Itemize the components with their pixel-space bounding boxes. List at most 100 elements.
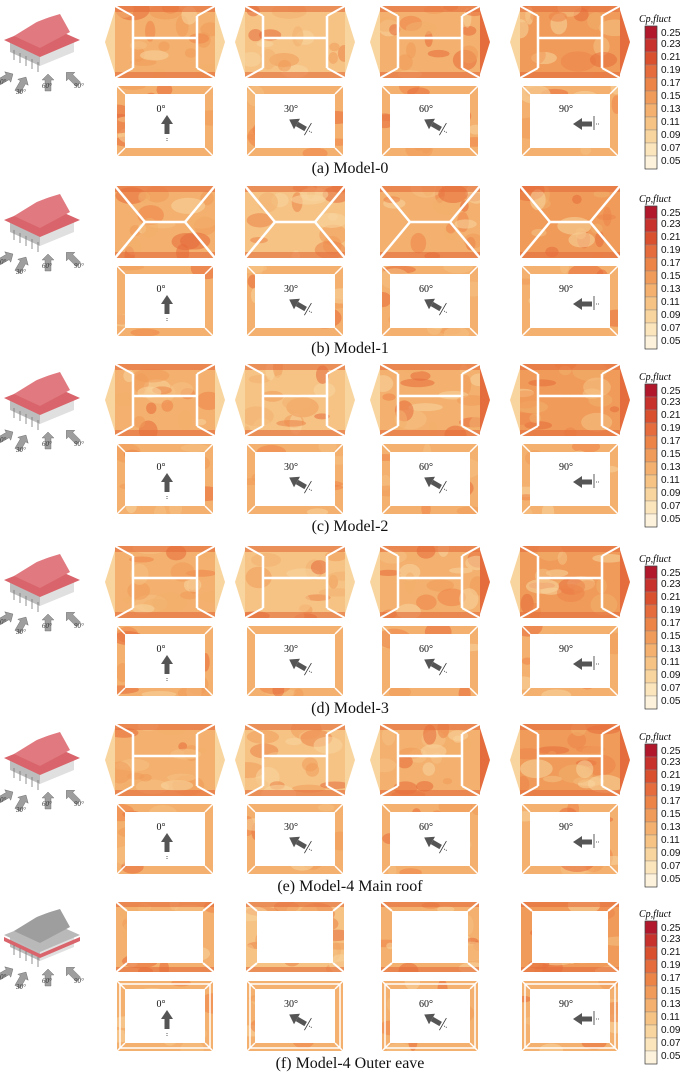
wind-direction-arrow-icon bbox=[66, 790, 81, 805]
colorbar-tick-label: 0.11 bbox=[661, 835, 680, 846]
wind-angle-label: 90° bbox=[559, 999, 573, 1010]
colorbar-title: Cp,fluct bbox=[639, 554, 671, 565]
colorbar-tick-label: 0.15 bbox=[661, 449, 681, 460]
wind-arrow-icon bbox=[424, 476, 448, 494]
iso-angle-label: 0° bbox=[0, 796, 7, 804]
wind-direction-arrow-icon bbox=[66, 252, 81, 267]
colorbar-segment bbox=[644, 604, 658, 619]
model-caption: (b) Model-1 bbox=[311, 340, 389, 357]
wind-direction-arrow-icon bbox=[14, 256, 29, 274]
colorbar-tick-label: 0.23 bbox=[661, 39, 681, 50]
wind-arrow-icon bbox=[573, 474, 600, 488]
colorbar-segment bbox=[644, 656, 658, 671]
wind-direction-arrow-icon bbox=[41, 73, 55, 92]
colorbar-segment bbox=[644, 322, 658, 337]
colorbar-title: Cp,fluct bbox=[639, 14, 671, 25]
colorbar-tick-label: 0.15 bbox=[661, 91, 681, 102]
colorbar-tick-label: 0.19 bbox=[661, 605, 681, 616]
wind-direction-arrow-icon bbox=[41, 791, 55, 810]
colorbar-tick-label: 0.15 bbox=[661, 809, 681, 820]
colorbar-tick-label: 0.23 bbox=[661, 579, 681, 590]
wind-arrow-icon bbox=[161, 833, 173, 860]
wind-arrow-icon bbox=[289, 1013, 313, 1031]
colorbar-segment bbox=[644, 847, 658, 862]
colorbar-segment bbox=[644, 257, 658, 272]
colorbar-segment bbox=[644, 461, 658, 476]
building-isometric-icon: 0°30°60°90° bbox=[0, 13, 84, 96]
iso-angle-label: 90° bbox=[74, 440, 84, 448]
colorbar-segment bbox=[644, 396, 658, 411]
colorbar-segment bbox=[644, 116, 658, 131]
colorbar-title: Cp,fluct bbox=[639, 732, 671, 743]
roof-panel: 60° bbox=[379, 185, 481, 337]
building-isometric-icon: 0°30°60°90° bbox=[0, 193, 84, 276]
colorbar-tick-label: 0.11 bbox=[661, 117, 680, 128]
colorbar-tick-label: 0.13 bbox=[661, 822, 681, 833]
wind-arrow-icon bbox=[289, 298, 313, 316]
colorbar-segment bbox=[644, 51, 658, 66]
colorbar-segment bbox=[644, 972, 658, 987]
wind-arrow-icon bbox=[161, 295, 173, 322]
colorbar-tick-label: 0.25 bbox=[661, 746, 681, 757]
wind-direction-arrow-icon bbox=[14, 434, 29, 452]
colorbar-segment bbox=[644, 769, 658, 784]
building-isometric-icon: 0°30°60°90° bbox=[0, 908, 84, 991]
colorbar-tick-label: 0.07 bbox=[661, 143, 681, 154]
model-row: 0°30°60°90°0°30°60°90°Cp,fluct0.250.230.… bbox=[0, 900, 681, 1065]
colorbar-tick-label: 0.21 bbox=[661, 232, 681, 243]
wind-angle-label: 60° bbox=[419, 462, 433, 473]
iso-angle-label: 30° bbox=[15, 806, 26, 814]
wind-angle-label: 0° bbox=[157, 644, 166, 655]
wind-arrow-icon bbox=[424, 658, 448, 676]
wind-arrow-icon bbox=[424, 298, 448, 316]
colorbar-segment bbox=[644, 591, 658, 606]
wind-angle-label: 90° bbox=[559, 644, 573, 655]
colorbar-tick-label: 0.19 bbox=[661, 960, 681, 971]
colorbar-tick-label: 0.19 bbox=[661, 423, 681, 434]
colorbar-tick-label: 0.13 bbox=[661, 644, 681, 655]
wind-arrow-icon bbox=[573, 656, 600, 670]
wind-angle-label: 60° bbox=[419, 999, 433, 1010]
wind-direction-arrow-icon bbox=[66, 72, 81, 87]
colorbar-tick-label: 0.21 bbox=[661, 410, 681, 421]
colorbar-tick-label: 0.19 bbox=[661, 245, 681, 256]
roof-panel: 0° bbox=[105, 723, 225, 875]
colorbar-tick-label: 0.05 bbox=[661, 336, 681, 347]
wind-arrow-icon bbox=[573, 116, 600, 130]
wind-angle-label: 0° bbox=[157, 822, 166, 833]
colorbar-tick-label: 0.25 bbox=[661, 386, 681, 397]
wind-angle-label: 30° bbox=[284, 822, 298, 833]
colorbar-segment bbox=[644, 565, 658, 580]
colorbar-segment bbox=[644, 821, 658, 836]
wind-direction-arrow-icon bbox=[41, 431, 55, 450]
colorbar-segment bbox=[644, 244, 658, 259]
iso-angle-label: 30° bbox=[15, 268, 26, 276]
wind-arrow-icon bbox=[289, 658, 313, 676]
wind-angle-label: 60° bbox=[419, 284, 433, 295]
iso-angle-label: 90° bbox=[74, 82, 84, 90]
colorbar-tick-label: 0.05 bbox=[661, 514, 681, 525]
colorbar-tick-label: 0.21 bbox=[661, 770, 681, 781]
wind-direction-arrow-icon bbox=[0, 611, 14, 626]
colorbar-tick-label: 0.15 bbox=[661, 271, 681, 282]
iso-angle-label: 0° bbox=[0, 618, 7, 626]
wind-angle-label: 60° bbox=[419, 104, 433, 115]
colorbar-tick-label: 0.07 bbox=[661, 683, 681, 694]
colorbar-segment bbox=[644, 1011, 658, 1026]
wind-angle-label: 0° bbox=[157, 999, 166, 1010]
colorbar-tick-label: 0.23 bbox=[661, 397, 681, 408]
building-isometric-icon: 0°30°60°90° bbox=[0, 371, 84, 454]
colorbar-segment bbox=[644, 873, 658, 888]
colorbar-tick-label: 0.25 bbox=[661, 208, 681, 219]
wind-arrow-icon bbox=[161, 115, 173, 142]
colorbar-segment bbox=[644, 743, 658, 758]
colorbar-tick-label: 0.07 bbox=[661, 323, 681, 334]
colorbar-segment bbox=[644, 103, 658, 118]
roof-panel: 30° bbox=[235, 363, 355, 515]
wind-arrow-icon bbox=[161, 473, 173, 500]
wind-direction-arrow-icon bbox=[66, 967, 81, 982]
colorbar-segment bbox=[644, 682, 658, 697]
colorbar-tick-label: 0.09 bbox=[661, 670, 681, 681]
model-caption: (d) Model-3 bbox=[311, 700, 389, 717]
wind-angle-label: 0° bbox=[157, 284, 166, 295]
